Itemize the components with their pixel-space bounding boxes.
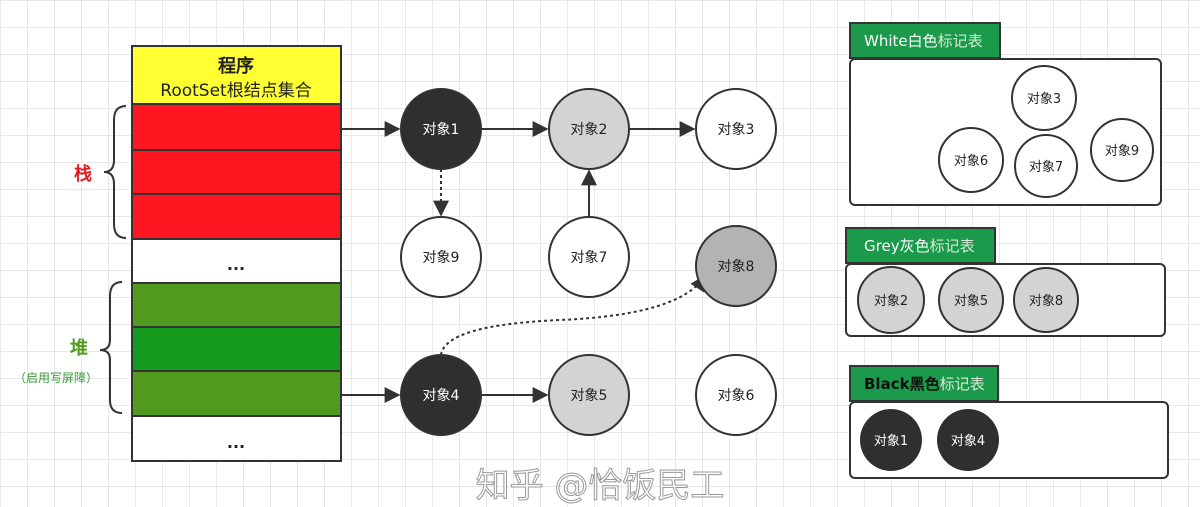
stack-row	[131, 103, 342, 151]
stack-brace	[103, 105, 127, 239]
node-label: 对象5	[571, 388, 608, 404]
rootset-column	[131, 45, 342, 462]
table-item: 对象5	[954, 294, 988, 309]
table-item: 对象2	[874, 294, 908, 309]
black-title-en: Black黑色	[864, 375, 940, 393]
node-o2	[548, 88, 630, 170]
rootset-title-2: RootSet根结点集合	[160, 81, 311, 101]
node-o6	[695, 354, 777, 436]
grey-title-cn: 标记表	[930, 237, 975, 255]
grey-title-en: Grey灰色	[864, 237, 930, 255]
white-table-box	[849, 58, 1162, 206]
table-item: 对象1	[874, 434, 908, 449]
table-node	[860, 409, 922, 471]
nodes	[400, 88, 777, 436]
heap-brace	[99, 281, 123, 414]
stack-label: 栈	[74, 163, 92, 185]
heap-note: （启用写屏障）	[14, 370, 98, 385]
table-item: 对象9	[1105, 144, 1139, 159]
white-table-title: White白色标记表	[864, 32, 983, 50]
heap-row	[131, 282, 342, 328]
black-table: Black黑色标记表 对象1 对象4	[849, 365, 1169, 479]
white-table-header	[849, 22, 1001, 59]
white-title-en: White白色	[864, 32, 938, 50]
table-item: 对象7	[1029, 160, 1063, 175]
node-label: 对象3	[718, 122, 755, 138]
grey-table-title: Grey灰色标记表	[864, 237, 975, 255]
node-label: 对象1	[423, 122, 460, 138]
node-o7	[548, 216, 630, 298]
edge-o4-o8	[440, 274, 706, 356]
node-label: 对象6	[718, 388, 755, 404]
grey-table-box	[845, 263, 1166, 337]
node-label: 对象9	[423, 250, 460, 266]
table-node	[937, 409, 999, 471]
node-o3	[695, 88, 777, 170]
table-item: 对象8	[1029, 294, 1063, 309]
table-item: 对象4	[951, 434, 985, 449]
black-title-cn: 标记表	[940, 375, 985, 393]
black-table-header	[849, 365, 999, 402]
table-item: 对象3	[1027, 92, 1061, 107]
table-node	[1011, 65, 1077, 131]
node-o5	[548, 354, 630, 436]
node-o4	[400, 354, 482, 436]
heap-label: 堆	[70, 337, 88, 359]
edges	[341, 121, 706, 403]
table-node	[938, 267, 1004, 333]
table-node	[1014, 134, 1078, 198]
table-node	[938, 127, 1004, 193]
watermark: 知乎 @恰饭民工	[476, 466, 725, 506]
table-node	[1090, 118, 1154, 182]
heap-row	[131, 370, 342, 417]
node-label: 对象2	[571, 122, 608, 138]
node-o9	[400, 216, 482, 298]
ellipsis-row	[131, 238, 342, 284]
table-item: 对象6	[954, 154, 988, 169]
grey-table: Grey灰色标记表 对象2 对象5 对象8	[845, 227, 1166, 337]
ellipsis-row	[131, 415, 342, 462]
rootset-header	[131, 45, 342, 105]
node-o8	[695, 225, 777, 307]
heap-row	[131, 326, 342, 372]
stack-row	[131, 149, 342, 195]
ellipsis: ...	[227, 433, 245, 452]
black-table-title: Black黑色标记表	[864, 375, 985, 393]
black-table-box	[849, 401, 1169, 479]
rootset-title-1: 程序	[218, 55, 254, 77]
node-label: 对象8	[718, 259, 755, 275]
grey-table-header	[845, 227, 996, 264]
ellipsis: ...	[227, 255, 245, 274]
stack-row	[131, 193, 342, 240]
table-node	[857, 266, 925, 334]
table-node	[1013, 267, 1079, 333]
white-title-cn: 标记表	[938, 32, 983, 50]
node-o1	[400, 88, 482, 170]
white-table: White白色标记表 对象3 对象6 对象7 对象9	[849, 22, 1162, 206]
node-label: 对象7	[571, 250, 608, 266]
node-label: 对象4	[423, 388, 460, 404]
